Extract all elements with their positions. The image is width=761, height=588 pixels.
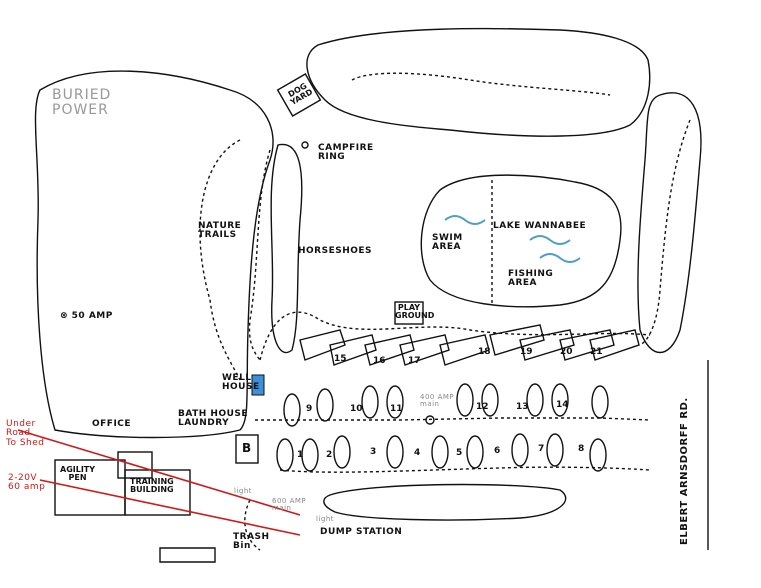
buried-power-lines — [17, 429, 301, 536]
training-building-label: TRAINING BUILDING — [130, 477, 174, 495]
campfire-ring-label: CAMPFIRE RING — [318, 143, 374, 163]
light-label: light — [234, 487, 253, 495]
trash-bin-label: TRASH Bin — [233, 532, 270, 552]
site-number: 21 — [590, 347, 603, 357]
site-number: 2 — [326, 450, 333, 460]
dump-station-label: DUMP STATION — [320, 527, 403, 537]
agility-pen-label: AGILITY PEN — [60, 465, 96, 483]
lake — [420, 174, 622, 308]
site-pads-north — [299, 324, 640, 366]
site-number: 17 — [408, 356, 421, 366]
site-number: 18 — [478, 347, 491, 357]
site-pads-south — [276, 433, 607, 472]
amp-400-label: 400 AMP main — [420, 393, 455, 409]
road-name-label: ELBERT ARNSDORFF RD. — [679, 397, 690, 545]
site-number: 5 — [456, 448, 463, 458]
trail-middle — [248, 149, 271, 361]
site-number: 19 — [520, 347, 533, 357]
light-label: light — [316, 515, 335, 523]
play-ground-box — [394, 301, 424, 325]
fishing-area-label: FISHING AREA — [508, 269, 554, 289]
site-number: 4 — [414, 448, 421, 458]
site-pads-middle — [283, 383, 609, 427]
east-woods — [637, 92, 702, 354]
lake-name-label: LAKE WANNABEE — [493, 221, 587, 231]
swim-area-label: SWIM AREA — [432, 233, 463, 253]
site-number: 3 — [370, 447, 377, 457]
play-ground-label: PLAY GROUND — [395, 303, 435, 321]
nature-trails-label: NATURE TRAILS — [198, 221, 242, 241]
site-number: 12 — [476, 402, 489, 412]
bath-house-mark: B — [242, 441, 252, 455]
horseshoe-strip — [270, 143, 303, 354]
trail-west — [199, 139, 241, 381]
west-woods — [34, 70, 274, 439]
voltage-annotation: 2-20V 60 amp — [8, 473, 46, 493]
site-number: 13 — [516, 402, 529, 412]
office-building — [117, 451, 153, 479]
site-number: 8 — [578, 444, 585, 454]
site-number: 11 — [390, 404, 403, 414]
fifty-amp-legend: ⊗ 50 AMP — [60, 311, 113, 321]
site-number: 20 — [560, 347, 573, 357]
site-number: 6 — [494, 446, 501, 456]
site-number: 16 — [373, 356, 386, 366]
road-main — [255, 417, 651, 421]
lake-waves — [444, 215, 581, 263]
well-water-icon — [251, 374, 265, 396]
road-north-loop — [259, 311, 651, 361]
bath-house-box — [235, 434, 259, 464]
north-woods — [306, 27, 651, 137]
site-number: 1 — [297, 450, 304, 460]
site-number: 9 — [306, 404, 313, 414]
well-house-label: WELL HOUSE — [222, 373, 260, 393]
dump-station-oval — [323, 483, 567, 521]
office-label: OFFICE — [92, 419, 132, 429]
horseshoes-label: HORSESHOES — [298, 246, 373, 256]
site-number: 15 — [334, 354, 347, 364]
amp-600-label: 600 AMP main — [272, 497, 307, 513]
site-number: 14 — [556, 400, 569, 410]
site-number: 10 — [350, 404, 363, 414]
dog-yard-box — [276, 73, 322, 117]
site-number: 7 — [538, 444, 545, 454]
bath-house-label: BATH HOUSE LAUNDRY — [178, 409, 249, 429]
buried-power-label: BURIED POWER — [52, 87, 112, 118]
under-road-annotation: Under Road To Shed — [6, 419, 45, 448]
training-building-box — [124, 469, 191, 516]
